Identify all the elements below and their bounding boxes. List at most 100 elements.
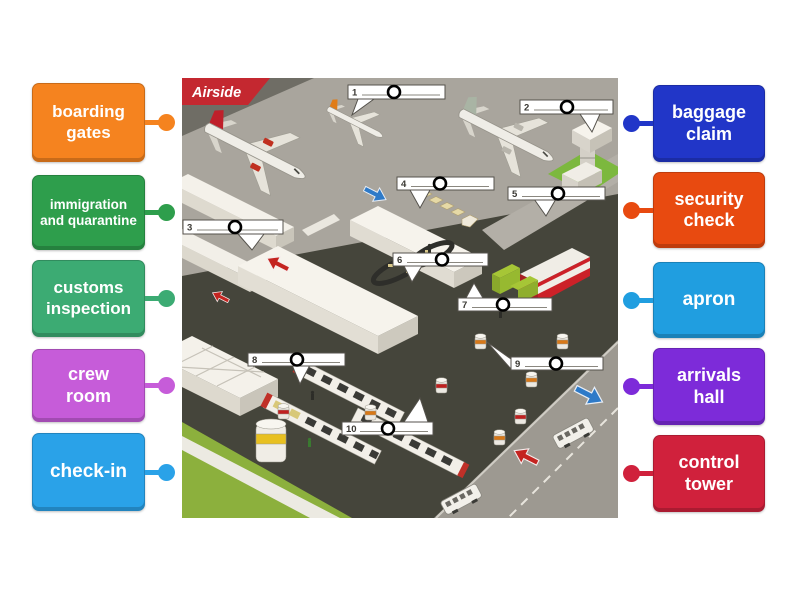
callout-1: 1 — [347, 84, 446, 117]
label-text: customs inspection — [45, 278, 131, 318]
label-tile[interactable]: baggage claim — [653, 85, 765, 162]
connector-dot — [623, 465, 640, 482]
label-chip-check-in[interactable]: check-in — [32, 433, 175, 511]
connector-stem — [639, 121, 653, 126]
connector-dot — [158, 114, 175, 131]
shuttle-bus — [552, 417, 594, 449]
shuttle-bus — [440, 483, 482, 515]
drop-zone-6[interactable] — [434, 252, 450, 267]
connector-stem — [145, 120, 159, 125]
label-text: control tower — [678, 452, 740, 494]
label-chip-boarding-gates[interactable]: boarding gates — [32, 83, 175, 162]
callout-number: 2 — [524, 103, 529, 114]
label-tile[interactable]: immigration and quarantine — [32, 175, 145, 250]
drop-zone-1[interactable] — [386, 84, 402, 100]
airside-banner-text: Airside — [191, 85, 241, 101]
label-chip-arrivals-hall[interactable]: arrivals hall — [623, 348, 765, 425]
fuel-barrels — [255, 333, 569, 463]
drop-zone-9[interactable] — [548, 356, 564, 371]
callout-10: 10 — [341, 396, 434, 436]
drop-zone-5[interactable] — [550, 186, 566, 201]
callout-number: 6 — [397, 255, 402, 266]
connector-dot — [158, 204, 175, 221]
label-chip-security-check[interactable]: security check — [623, 172, 765, 248]
drop-zone-3[interactable] — [227, 219, 243, 235]
callout-number: 10 — [346, 424, 357, 435]
callout-number: 8 — [252, 355, 257, 366]
label-chip-baggage-claim[interactable]: baggage claim — [623, 85, 765, 162]
label-tile[interactable]: crew room — [32, 349, 145, 422]
connector-dot — [158, 290, 175, 307]
connector-dot — [158, 377, 175, 394]
label-tile[interactable]: apron — [653, 262, 765, 338]
callout-8: 8 — [247, 352, 346, 386]
grass-wall — [182, 436, 340, 518]
connector-stem — [145, 469, 159, 475]
drop-zone-8[interactable] — [289, 352, 305, 367]
callout-6: 6 — [392, 252, 489, 284]
label-text: boarding gates — [52, 102, 125, 142]
airplane — [458, 96, 554, 178]
large-tank — [255, 418, 287, 463]
airplane — [204, 110, 306, 197]
connector-dot — [623, 201, 640, 219]
callout-7: 7 — [457, 281, 553, 312]
callout-2: 2 — [519, 99, 614, 134]
label-chip-customs-inspection[interactable]: customs inspection — [32, 260, 175, 337]
label-tile[interactable]: arrivals hall — [653, 348, 765, 425]
label-tile[interactable]: control tower — [653, 435, 765, 512]
diagram-image: Airside 1 2 3 4 — [182, 78, 618, 518]
label-text: apron — [682, 288, 736, 310]
airside-banner: Airside — [182, 78, 270, 105]
callout-number: 4 — [401, 179, 407, 190]
arrivals-building — [182, 336, 278, 416]
callout-5: 5 — [507, 186, 606, 217]
label-chip-control-tower[interactable]: control tower — [623, 435, 765, 512]
connector-dot — [158, 463, 175, 481]
connector-stem — [639, 471, 653, 476]
label-chip-apron[interactable]: apron — [623, 262, 765, 338]
callout-number: 5 — [512, 189, 518, 200]
connector-stem — [639, 384, 653, 389]
flow-arrow-red — [513, 448, 540, 466]
green-panel — [492, 264, 520, 294]
label-text: check-in — [49, 460, 128, 482]
callout-number: 1 — [352, 88, 358, 99]
label-tile[interactable]: boarding gates — [32, 83, 145, 162]
drop-zone-10[interactable] — [380, 421, 396, 436]
label-tile[interactable]: customs inspection — [32, 260, 145, 337]
check-in-counters — [260, 392, 382, 465]
airplane — [326, 99, 383, 148]
label-text: security check — [674, 188, 744, 230]
flow-arrow-red — [266, 256, 291, 273]
callout-number: 3 — [187, 223, 192, 234]
connector-stem — [145, 296, 159, 301]
connector-stem — [145, 383, 159, 388]
flow-arrow-blue — [573, 384, 604, 405]
label-text: immigration and quarantine — [40, 196, 137, 228]
callout-number: 9 — [515, 359, 520, 370]
callout-3: 3 — [182, 219, 284, 251]
label-text: arrivals hall — [676, 365, 742, 407]
label-text: baggage claim — [671, 102, 746, 144]
label-chip-crew-room[interactable]: crew room — [32, 349, 175, 422]
label-text: crew room — [66, 364, 111, 406]
callout-number: 7 — [462, 300, 467, 311]
drop-zone-4[interactable] — [432, 176, 448, 191]
connector-stem — [639, 297, 653, 303]
flow-arrow-blue — [362, 185, 387, 202]
connector-dot — [623, 378, 640, 395]
label-chip-immigration-and-quarantine[interactable]: immigration and quarantine — [32, 175, 175, 250]
grass-bottom-left — [182, 422, 352, 518]
connector-stem — [639, 207, 653, 213]
connector-dot — [623, 291, 640, 309]
drop-zone-7[interactable] — [495, 297, 511, 312]
label-tile[interactable]: check-in — [32, 433, 145, 511]
label-tile[interactable]: security check — [653, 172, 765, 248]
callout-9: 9 — [486, 341, 604, 371]
callout-4: 4 — [396, 176, 495, 210]
connector-stem — [145, 210, 159, 215]
drop-zone-2[interactable] — [559, 99, 575, 115]
flow-arrow-red — [211, 291, 230, 304]
